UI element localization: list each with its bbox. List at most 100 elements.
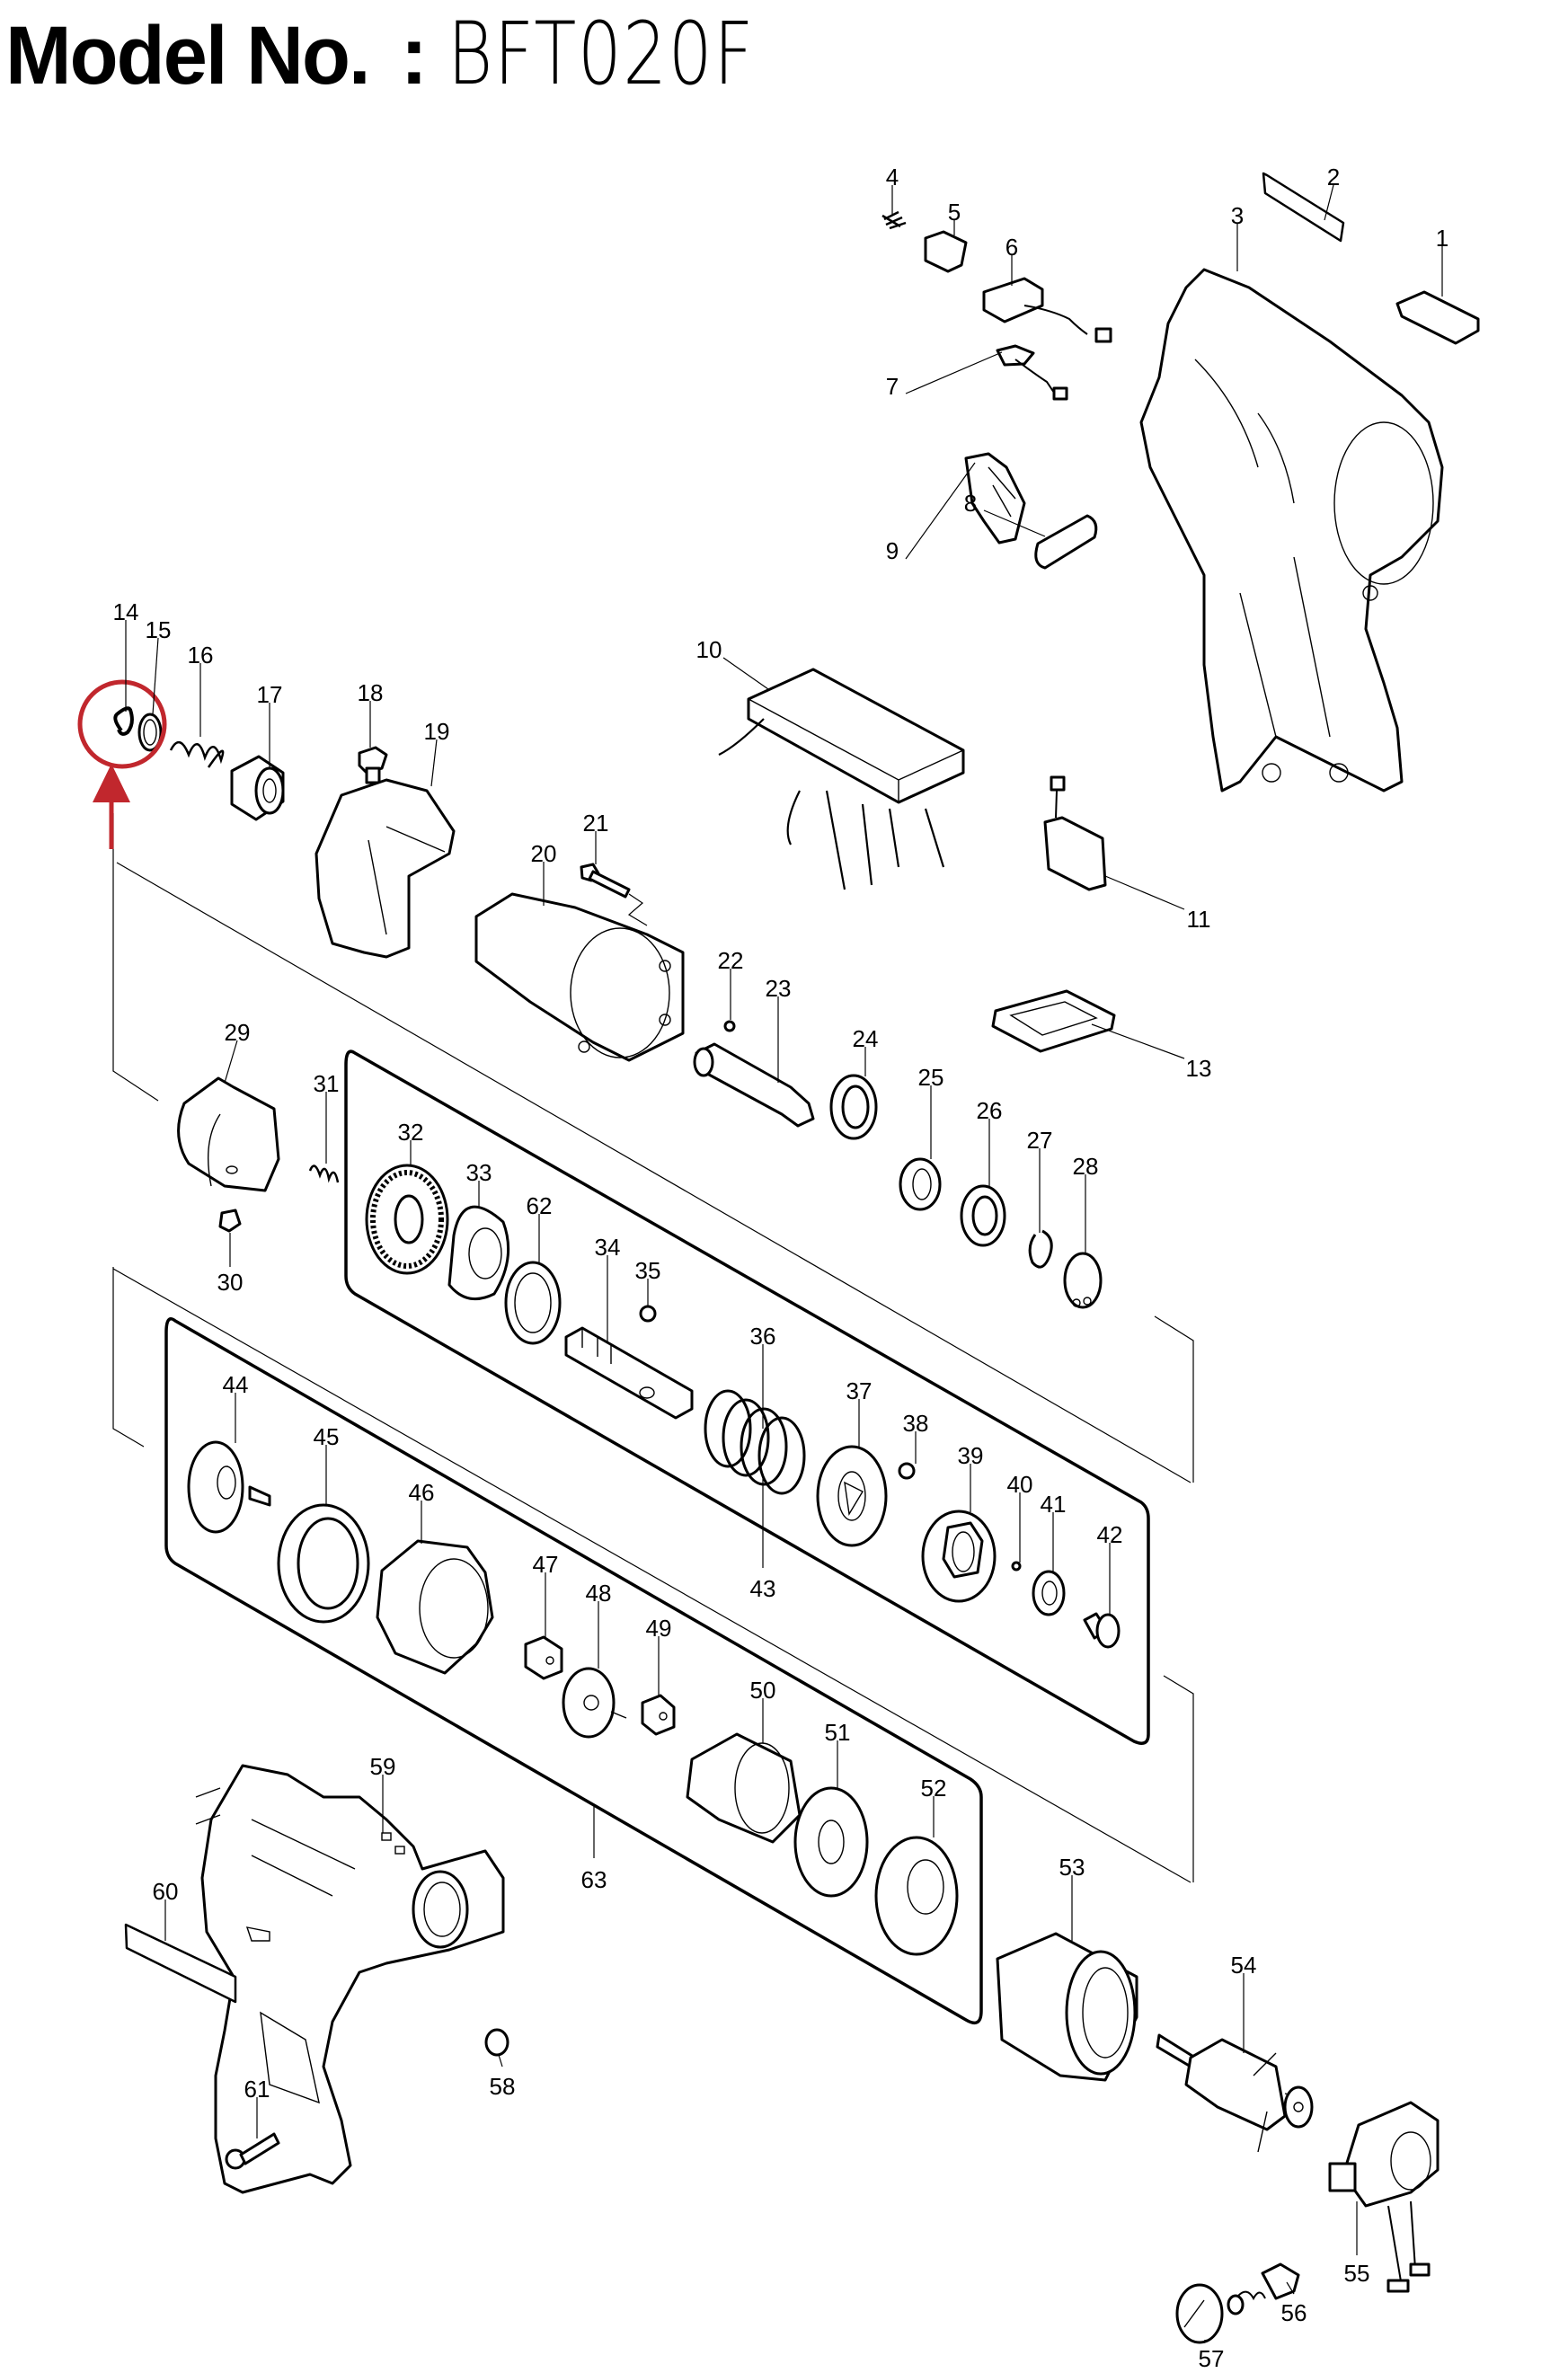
label-part-46[interactable]: 46: [409, 1479, 435, 1506]
label-part-40[interactable]: 40: [1007, 1471, 1033, 1498]
label-part-32[interactable]: 32: [398, 1119, 424, 1146]
part-37-hammer[interactable]: [816, 1445, 888, 1547]
label-part-53[interactable]: 53: [1059, 1854, 1085, 1881]
part-17-sleeve[interactable]: [230, 755, 285, 821]
label-part-34[interactable]: 34: [595, 1234, 621, 1261]
part-28-circlip[interactable]: [1063, 1252, 1103, 1309]
part-53-stator[interactable]: [996, 1932, 1138, 2082]
part-25-washer[interactable]: [899, 1157, 942, 1211]
label-part-63[interactable]: 63: [581, 1866, 607, 1893]
label-part-37[interactable]: 37: [846, 1377, 873, 1404]
label-part-51[interactable]: 51: [825, 1719, 851, 1746]
label-part-38[interactable]: 38: [903, 1410, 929, 1437]
label-part-55[interactable]: 55: [1344, 2260, 1370, 2287]
label-part-5[interactable]: 5: [948, 199, 961, 226]
part-50-ring-gear[interactable]: [686, 1732, 802, 1844]
label-part-26[interactable]: 26: [977, 1097, 1003, 1124]
label-part-50[interactable]: 50: [750, 1677, 776, 1704]
part-58-plug[interactable]: [484, 2028, 509, 2057]
label-part-44[interactable]: 44: [223, 1371, 249, 1398]
part-24-bearing[interactable]: [829, 1074, 878, 1140]
label-part-47[interactable]: 47: [533, 1551, 559, 1578]
part-16-spring[interactable]: [169, 741, 225, 768]
part-40-ball[interactable]: [1011, 1561, 1022, 1572]
part-26-bearing[interactable]: [960, 1184, 1006, 1247]
label-part-31[interactable]: 31: [314, 1070, 340, 1097]
part-59-housing-half[interactable]: [195, 1764, 505, 2194]
label-part-36[interactable]: 36: [750, 1323, 776, 1350]
label-part-61[interactable]: 61: [244, 2076, 270, 2103]
label-part-39[interactable]: 39: [958, 1442, 984, 1469]
label-part-19[interactable]: 19: [424, 718, 450, 745]
part-7-sensor-lead[interactable]: [996, 344, 1068, 401]
label-part-43[interactable]: 43: [750, 1575, 776, 1602]
label-part-48[interactable]: 48: [586, 1580, 612, 1607]
label-part-25[interactable]: 25: [918, 1064, 944, 1091]
label-part-6[interactable]: 6: [1005, 234, 1018, 261]
label-part-62[interactable]: 62: [527, 1192, 553, 1219]
part-15-washer[interactable]: [137, 713, 163, 752]
label-part-3[interactable]: 3: [1231, 202, 1244, 229]
part-36-spring[interactable]: [704, 1389, 806, 1495]
part-21-bolt[interactable]: [580, 863, 631, 899]
label-part-16[interactable]: 16: [188, 642, 214, 669]
label-part-1[interactable]: 1: [1436, 225, 1448, 252]
part-2-label[interactable]: [1262, 172, 1345, 243]
label-part-59[interactable]: 59: [370, 1753, 396, 1780]
part-14-ring-spring[interactable]: [113, 706, 134, 736]
part-49-planet-gear[interactable]: [641, 1694, 676, 1736]
label-part-13[interactable]: 13: [1186, 1055, 1212, 1082]
label-part-11[interactable]: 11: [1187, 906, 1211, 933]
label-part-21[interactable]: 21: [583, 810, 609, 837]
part-55-brush-holder[interactable]: [1328, 2101, 1440, 2293]
part-57-brush-cap[interactable]: [1175, 2283, 1224, 2344]
label-part-10[interactable]: 10: [696, 636, 722, 663]
part-35-ball[interactable]: [639, 1305, 657, 1323]
part-51-plate[interactable]: [793, 1786, 869, 1898]
label-part-7[interactable]: 7: [886, 373, 899, 400]
part-11-battery-cell[interactable]: [1043, 775, 1107, 891]
part-23-spindle[interactable]: [693, 1042, 815, 1128]
part-45-bearing[interactable]: [277, 1503, 370, 1624]
part-31-spring[interactable]: [308, 1164, 340, 1183]
label-part-58[interactable]: 58: [490, 2073, 516, 2100]
label-part-2[interactable]: 2: [1327, 164, 1340, 190]
label-part-52[interactable]: 52: [921, 1775, 947, 1802]
label-part-15[interactable]: 15: [146, 616, 172, 643]
part-29-band[interactable]: [177, 1076, 280, 1192]
label-part-45[interactable]: 45: [314, 1423, 340, 1450]
part-32-gear[interactable]: [365, 1164, 449, 1275]
part-4-spring[interactable]: [881, 210, 907, 230]
part-41-washer[interactable]: [1032, 1570, 1066, 1616]
part-22-ball[interactable]: [723, 1020, 736, 1032]
part-48-carrier[interactable]: [562, 1667, 627, 1739]
part-60-label[interactable]: [124, 1923, 237, 2004]
label-part-18[interactable]: 18: [358, 679, 384, 706]
part-46-gear-case[interactable]: [376, 1539, 494, 1675]
part-61-screw[interactable]: [225, 2132, 280, 2170]
label-part-4[interactable]: 4: [886, 164, 899, 190]
label-part-8[interactable]: 8: [964, 490, 977, 517]
part-13-terminal[interactable]: [991, 989, 1116, 1053]
part-38-ball[interactable]: [898, 1462, 916, 1480]
label-part-24[interactable]: 24: [853, 1025, 879, 1052]
part-33-cam[interactable]: [447, 1205, 510, 1301]
part-19-cover[interactable]: [314, 778, 456, 959]
label-part-23[interactable]: 23: [766, 975, 792, 1002]
label-part-20[interactable]: 20: [531, 840, 557, 867]
part-62-washer[interactable]: [504, 1261, 562, 1345]
part-5-switch-lever[interactable]: [924, 230, 968, 273]
part-6-sensor-block[interactable]: [982, 277, 1112, 343]
label-part-49[interactable]: 49: [646, 1615, 672, 1642]
label-part-27[interactable]: 27: [1027, 1127, 1053, 1154]
part-56-carbon-brush[interactable]: [1227, 2262, 1300, 2315]
label-part-41[interactable]: 41: [1041, 1491, 1067, 1518]
part-8-capacitor[interactable]: [1034, 514, 1098, 570]
part-18-screw[interactable]: [358, 746, 388, 784]
part-10-controller[interactable]: [718, 668, 965, 890]
label-part-30[interactable]: 30: [217, 1269, 244, 1296]
part-9-switch[interactable]: [964, 452, 1026, 545]
label-part-33[interactable]: 33: [466, 1159, 492, 1186]
part-54-rotor[interactable]: [1156, 2033, 1314, 2153]
part-39-anvil-nut[interactable]: [921, 1510, 997, 1603]
